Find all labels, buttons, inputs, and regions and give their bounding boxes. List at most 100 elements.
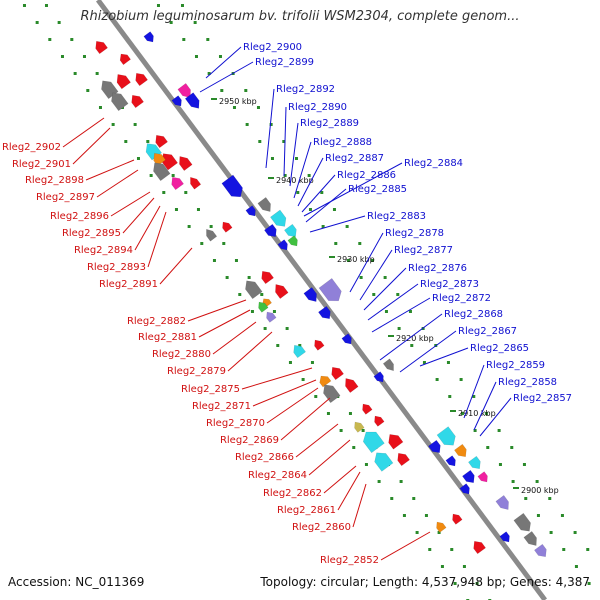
guide-dot	[560, 514, 564, 517]
forward-gene	[534, 543, 547, 558]
forward-gene	[318, 278, 342, 302]
guide-dot	[256, 106, 260, 109]
forward-gene	[373, 371, 384, 383]
forward-gene-label: Rleg2_2865	[470, 343, 529, 354]
guide-dot	[263, 327, 267, 330]
guide-dot	[586, 548, 590, 551]
forward-gene-label: Rleg2_2884	[404, 158, 463, 169]
reverse-label-leader	[308, 439, 351, 476]
guide-dot	[498, 463, 502, 466]
gene-arrow-shape	[184, 92, 200, 109]
forward-gene	[318, 305, 331, 320]
guide-dot	[60, 55, 64, 58]
forward-gene	[459, 483, 470, 495]
gene-arrow-shape	[323, 384, 341, 404]
map-title: Rhizobium leguminosarum bv. trifolii WSM…	[80, 9, 520, 24]
gene-arrow-shape	[428, 439, 441, 454]
reverse-gene	[131, 94, 144, 109]
guide-dot	[549, 531, 553, 534]
gene-arrow-shape	[258, 301, 269, 313]
reverse-gene-label: Rleg2_2864	[248, 470, 307, 481]
forward-gene	[436, 426, 456, 446]
forward-gene-label: Rleg2_2899	[255, 57, 314, 68]
guide-dot	[475, 582, 479, 585]
forward-label-leader	[363, 267, 407, 311]
reverse-gene	[331, 366, 344, 381]
reverse-gene	[145, 143, 162, 161]
gene-arrow-shape	[354, 421, 365, 433]
kbp-tick-label: 2900 kbp	[521, 486, 559, 495]
gene-arrow-shape	[264, 223, 277, 238]
guide-dot	[399, 480, 403, 483]
guide-dot	[272, 310, 276, 313]
guide-dot	[326, 412, 330, 415]
forward-label-leader	[265, 88, 275, 169]
reverse-gene-label: Rleg2_2881	[138, 332, 197, 343]
guide-dot	[288, 361, 292, 364]
guide-dot	[35, 21, 39, 24]
gene-arrow-shape	[382, 358, 394, 372]
reverse-gene-label: Rleg2_2862	[263, 488, 322, 499]
guide-dot	[196, 208, 200, 211]
guide-dot	[446, 361, 450, 364]
guide-dot	[334, 242, 338, 245]
gene-arrow-shape	[436, 521, 447, 533]
reverse-label-leader	[252, 379, 317, 407]
guide-dot	[402, 514, 406, 517]
reverse-gene-label: Rleg2_2893	[87, 262, 146, 273]
guide-dot	[171, 174, 175, 177]
forward-label-leader	[199, 61, 254, 93]
guide-dot	[111, 123, 115, 126]
guide-dot	[222, 242, 226, 245]
gene-arrow-shape	[245, 280, 263, 300]
gene-arrow-shape	[454, 443, 467, 458]
forward-gene-label: Rleg2_2867	[458, 326, 517, 337]
reverse-gene	[245, 280, 263, 300]
gene-arrow-shape	[221, 174, 243, 198]
guide-dot	[194, 55, 198, 58]
reverse-label-leader	[241, 367, 313, 390]
reverse-label-leader	[159, 247, 193, 285]
reverse-gene	[345, 378, 359, 393]
gene-arrow-shape	[131, 94, 144, 109]
gene-arrow-shape	[318, 305, 331, 320]
forward-gene	[221, 174, 243, 198]
reverse-gene	[293, 344, 306, 359]
gene-arrow-shape	[523, 531, 537, 546]
reverse-gene-label: Rleg2_2902	[2, 142, 61, 153]
forward-label-leader	[419, 347, 469, 367]
forward-gene-label: Rleg2_2857	[513, 393, 572, 404]
reverse-label-leader	[147, 211, 167, 268]
kbp-tick-label: 2910 kbp	[458, 409, 496, 418]
reverse-gene-label: Rleg2_2870	[206, 418, 265, 429]
gene-arrow-shape	[495, 495, 509, 510]
gene-arrow-shape	[477, 471, 488, 483]
gene-labels: Rleg2_2900Rleg2_2899Rleg2_2892Rleg2_2890…	[2, 42, 572, 566]
forward-gene	[428, 439, 441, 454]
guide-dot	[182, 38, 186, 41]
forward-label-leader	[399, 330, 457, 373]
gene-arrow-shape	[261, 270, 274, 285]
guide-dot	[307, 174, 311, 177]
guide-dot	[270, 157, 274, 160]
guide-dot	[22, 4, 26, 7]
guide-dot	[422, 361, 426, 364]
forward-label-leader	[293, 141, 312, 199]
guide-dot	[258, 140, 262, 143]
reverse-gene	[95, 40, 108, 55]
guide-dot	[244, 89, 248, 92]
guide-dot	[424, 514, 428, 517]
gene-arrow-shape	[145, 143, 162, 161]
guide-dot	[345, 225, 349, 228]
reverse-gene	[436, 521, 447, 533]
gene-arrow-shape	[275, 284, 289, 299]
forward-gene	[143, 31, 154, 43]
reverse-label-leader	[227, 331, 273, 372]
guide-dot	[524, 497, 528, 500]
guide-dot	[308, 208, 312, 211]
guide-dot	[522, 463, 526, 466]
gene-arrow-shape	[284, 223, 297, 238]
reverse-gene	[222, 221, 233, 233]
reverse-gene	[119, 53, 131, 66]
